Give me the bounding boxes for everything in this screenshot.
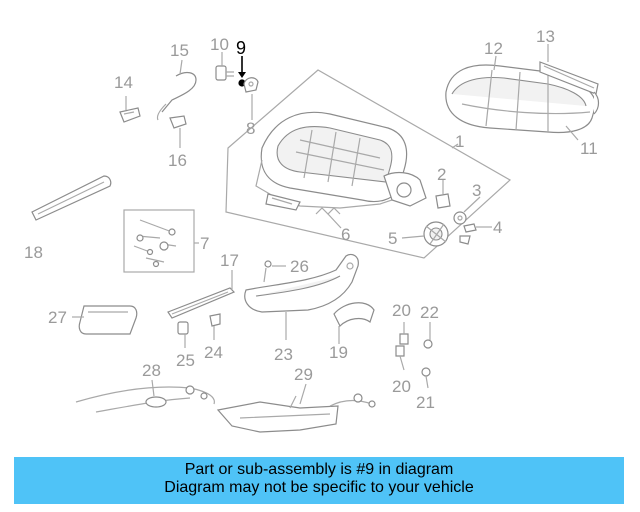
part-10-bolt xyxy=(215,65,234,81)
callout-4: 4 xyxy=(493,218,502,237)
part-26-bolt xyxy=(263,260,272,283)
part-17-rail xyxy=(167,287,236,319)
callout-10: 10 xyxy=(210,35,229,54)
callout-9-highlighted: 9 xyxy=(236,38,246,58)
callout-23: 23 xyxy=(274,345,293,364)
info-banner: Part or sub-assembly is #9 in diagram Di… xyxy=(14,457,624,504)
callout-13: 13 xyxy=(536,27,555,46)
callout-5: 5 xyxy=(388,229,397,248)
part-19-lever xyxy=(333,302,375,328)
callout-17: 17 xyxy=(220,251,239,270)
part-8-clip xyxy=(243,77,259,93)
callout-8: 8 xyxy=(246,119,255,138)
part-21-clip xyxy=(421,367,431,377)
part-28-harness xyxy=(75,385,215,413)
part-16-clip xyxy=(169,115,187,129)
part-2-knob xyxy=(435,193,451,209)
leader-lines xyxy=(72,44,579,405)
callout-6: 6 xyxy=(341,225,350,244)
callout-18: 18 xyxy=(24,243,43,262)
part-24-bolt xyxy=(209,313,221,327)
part-20-screws xyxy=(395,333,409,357)
banner-line-2: Diagram may not be specific to your vehi… xyxy=(164,479,474,496)
callout-14: 14 xyxy=(114,73,133,92)
callout-11: 11 xyxy=(580,139,598,158)
callout-2: 2 xyxy=(437,165,446,184)
part-27-pad xyxy=(78,305,138,335)
callout-20-top: 20 xyxy=(392,301,411,320)
callout-26: 26 xyxy=(290,257,309,276)
part-11-12-13-cushion xyxy=(445,61,600,134)
callout-25: 25 xyxy=(176,351,195,370)
part-15-cable xyxy=(156,71,197,121)
part-22-nut xyxy=(423,339,433,349)
part-5-recliner xyxy=(423,221,449,247)
callout-19: 19 xyxy=(329,343,348,362)
callout-3: 3 xyxy=(472,181,481,200)
parts-diagram: 1 2 3 4 5 6 7 8 9 10 11 12 13 14 15 16 1… xyxy=(24,27,600,433)
callout-21: 21 xyxy=(416,393,435,412)
part-7-hardware-kit xyxy=(123,209,195,273)
callout-16: 16 xyxy=(168,151,187,170)
banner-line-1: Part or sub-assembly is #9 in diagram xyxy=(184,461,454,478)
callout-20-bottom: 20 xyxy=(392,377,411,396)
part-18-trim xyxy=(31,175,112,221)
part-14-bracket xyxy=(119,107,141,123)
callout-27: 27 xyxy=(48,308,67,327)
callout-22: 22 xyxy=(420,303,439,322)
part-6-spring xyxy=(315,207,341,215)
part-25-clip xyxy=(177,321,189,335)
callout-29: 29 xyxy=(294,365,313,384)
part-4-screw xyxy=(459,223,477,245)
part-29-harness xyxy=(216,393,376,433)
callout-7: 7 xyxy=(200,234,209,253)
part-23-side-cover xyxy=(244,253,359,313)
callout-12: 12 xyxy=(484,39,503,58)
callout-24: 24 xyxy=(204,343,223,362)
callout-labels: 1 2 3 4 5 6 7 8 9 10 11 12 13 14 15 16 1… xyxy=(24,27,598,412)
part-1-seat-frame xyxy=(225,69,512,259)
part-3-washer xyxy=(453,211,467,225)
callout-1: 1 xyxy=(455,132,464,151)
callout-28: 28 xyxy=(142,361,161,380)
callout-15: 15 xyxy=(170,41,189,60)
